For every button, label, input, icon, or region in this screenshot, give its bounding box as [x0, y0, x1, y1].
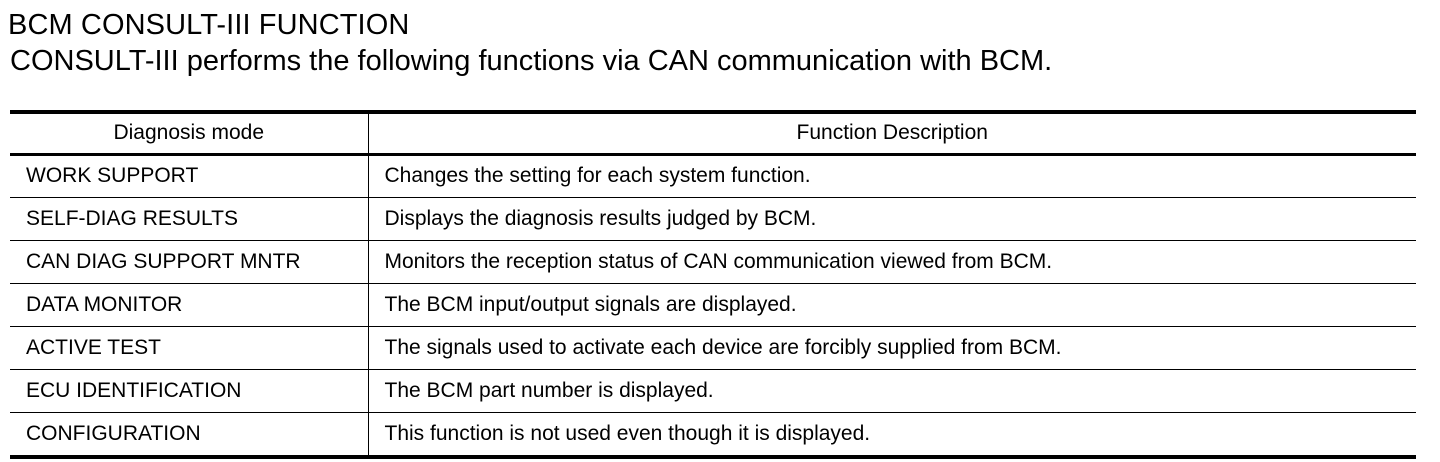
row-mode: CONFIGURATION [10, 412, 369, 455]
table-row: ACTIVE TEST The signals used to activate… [10, 326, 1416, 370]
table-row: CAN DIAG SUPPORT MNTR Monitors the recep… [10, 240, 1416, 284]
function-table: Diagnosis mode Function Description WORK… [10, 110, 1416, 459]
row-description: Displays the diagnosis results judged by… [368, 197, 1416, 241]
table-row: SELF-DIAG RESULTS Displays the diagnosis… [10, 197, 1416, 241]
row-mode: SELF-DIAG RESULTS [10, 197, 369, 241]
row-description: This function is not used even though it… [384, 421, 871, 445]
table-row: CONFIGURATION This function is not used … [10, 412, 1416, 455]
table-row: ECU IDENTIFICATION The BCM part number i… [10, 369, 1416, 413]
row-mode: ACTIVE TEST [10, 326, 369, 370]
row-description: The BCM part number is displayed. [368, 369, 1416, 413]
table-header-row: Diagnosis mode Function Description [10, 114, 1416, 156]
row-mode: DATA MONITOR [10, 283, 369, 327]
row-mode: CAN DIAG SUPPORT MNTR [10, 240, 369, 284]
row-mode: ECU IDENTIFICATION [10, 369, 369, 413]
header-diagnosis-mode: Diagnosis mode [10, 114, 369, 156]
table-row: DATA MONITOR The BCM input/output signal… [10, 283, 1416, 327]
row-description: Changes the setting for each system func… [368, 154, 1416, 198]
table-row: WORK SUPPORT Changes the setting for eac… [10, 154, 1416, 198]
header-function-description: Function Description [368, 114, 1416, 156]
doc-subtitle: CONSULT-III performs the following funct… [10, 45, 1053, 77]
row-description: The signals used to activate each device… [368, 326, 1416, 370]
row-mode: WORK SUPPORT [10, 154, 369, 198]
row-description: Monitors the reception status of CAN com… [368, 240, 1416, 284]
doc-title: BCM CONSULT-III FUNCTION [8, 9, 410, 41]
row-description: The BCM input/output signals are display… [368, 283, 1416, 327]
